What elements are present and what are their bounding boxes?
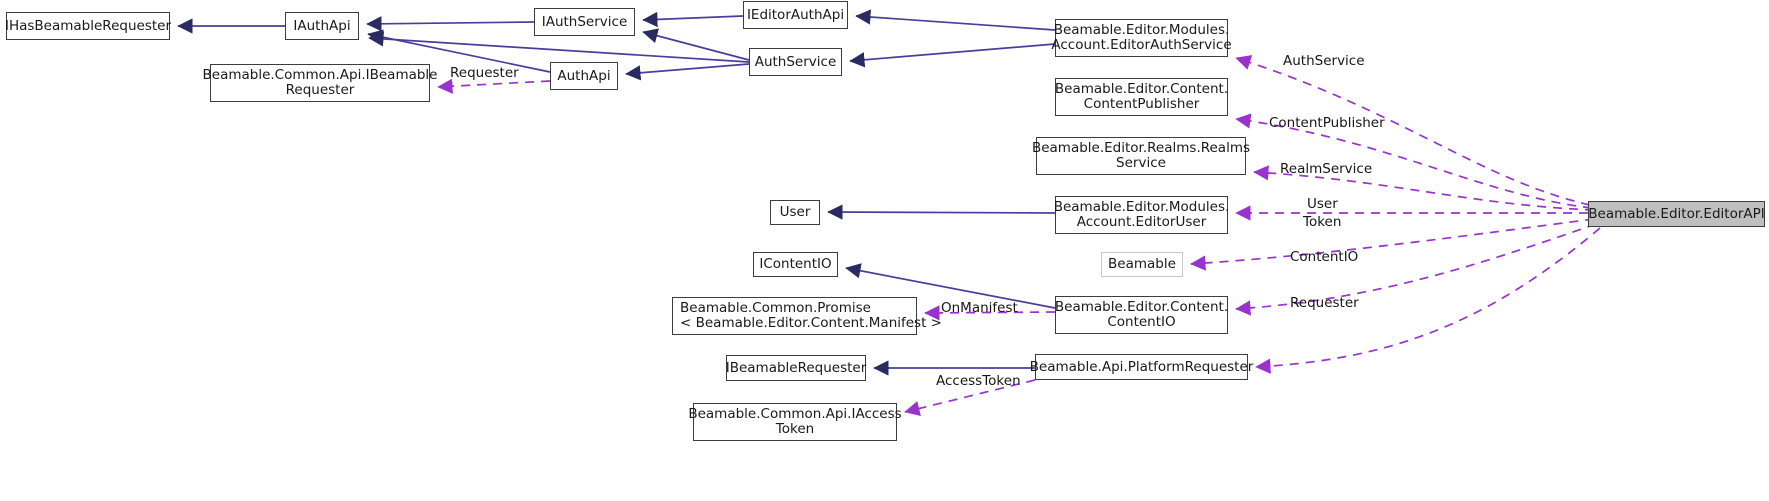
node-authservice[interactable]: AuthService xyxy=(749,48,842,76)
edge-label-realmservice: RealmService xyxy=(1280,161,1373,177)
node-iauthservice[interactable]: IAuthService xyxy=(534,8,635,36)
node-authapi[interactable]: AuthApi xyxy=(550,62,618,90)
edge-label-token: Token xyxy=(1303,214,1342,230)
node-editoruser[interactable]: Beamable.Editor.Modules. Account.EditorU… xyxy=(1054,196,1229,234)
node-platformrequester[interactable]: Beamable.Api.PlatformRequester xyxy=(1030,354,1253,380)
edge-editorauthservice-to-ieditorauthapi xyxy=(855,9,1056,31)
node-icontentio[interactable]: IContentIO xyxy=(753,252,838,277)
node-ibeamablerequester[interactable]: IBeamableRequester xyxy=(726,355,866,381)
edge-authapi-to-ibeamablerequester-common xyxy=(437,78,551,94)
edge-iauthservice-to-iauthapi xyxy=(366,16,535,32)
node-ieditorauthapi[interactable]: IEditorAuthApi xyxy=(743,1,848,29)
edge-authservice-to-iauthapi xyxy=(368,31,750,63)
edge-label-onmanifest: OnManifest xyxy=(941,300,1018,316)
edge-label-requester-authapi: Requester xyxy=(450,65,519,81)
edge-editorapi-to-realmsservice xyxy=(1253,165,1595,211)
node-user[interactable]: User xyxy=(770,200,820,225)
node-ihasbeamablerequester[interactable]: IHasBeamableRequester xyxy=(5,12,171,40)
node-editorauthservice[interactable]: Beamable.Editor.Modules. Account.EditorA… xyxy=(1051,19,1232,57)
node-contentio[interactable]: Beamable.Editor.Content. ContentIO xyxy=(1055,296,1228,334)
node-promise-manifest[interactable]: Beamable.Common.Promise < Beamable.Edito… xyxy=(672,297,942,335)
node-ibeamablerequester-common[interactable]: Beamable.Common.Api.IBeamable Requester xyxy=(203,64,438,102)
edge-authservice-to-iauthservice xyxy=(642,28,750,61)
edge-label-requester-api: Requester xyxy=(1290,295,1359,311)
edge-label-user: User xyxy=(1307,196,1338,212)
edge-editoruser-to-user xyxy=(827,204,1056,220)
node-iaccesstoken[interactable]: Beamable.Common.Api.IAccess Token xyxy=(688,403,902,441)
edge-editorauthservice-to-authservice xyxy=(849,43,1056,68)
node-realmsservice[interactable]: Beamable.Editor.Realms.Realms Service xyxy=(1032,137,1250,175)
edge-editorapi-to-beamable xyxy=(1190,218,1595,271)
edge-label-accesstoken: AccessToken xyxy=(936,373,1021,389)
node-editorapi-current[interactable]: Beamable.Editor.EditorAPI xyxy=(1588,201,1765,227)
node-iauthapi[interactable]: IAuthApi xyxy=(285,12,359,40)
edge-editorapi-to-editorauthservice xyxy=(1235,55,1591,206)
edge-authservice-to-authapi xyxy=(625,63,750,81)
edge-label-authservice: AuthService xyxy=(1283,53,1365,69)
node-contentpublisher[interactable]: Beamable.Editor.Content. ContentPublishe… xyxy=(1055,78,1228,116)
edge-label-contentio: ContentIO xyxy=(1290,249,1359,265)
node-beamable[interactable]: Beamable xyxy=(1101,252,1183,277)
edge-ieditorauthapi-to-iauthservice xyxy=(642,11,744,28)
edge-label-contentpublisher: ContentPublisher xyxy=(1269,115,1385,131)
